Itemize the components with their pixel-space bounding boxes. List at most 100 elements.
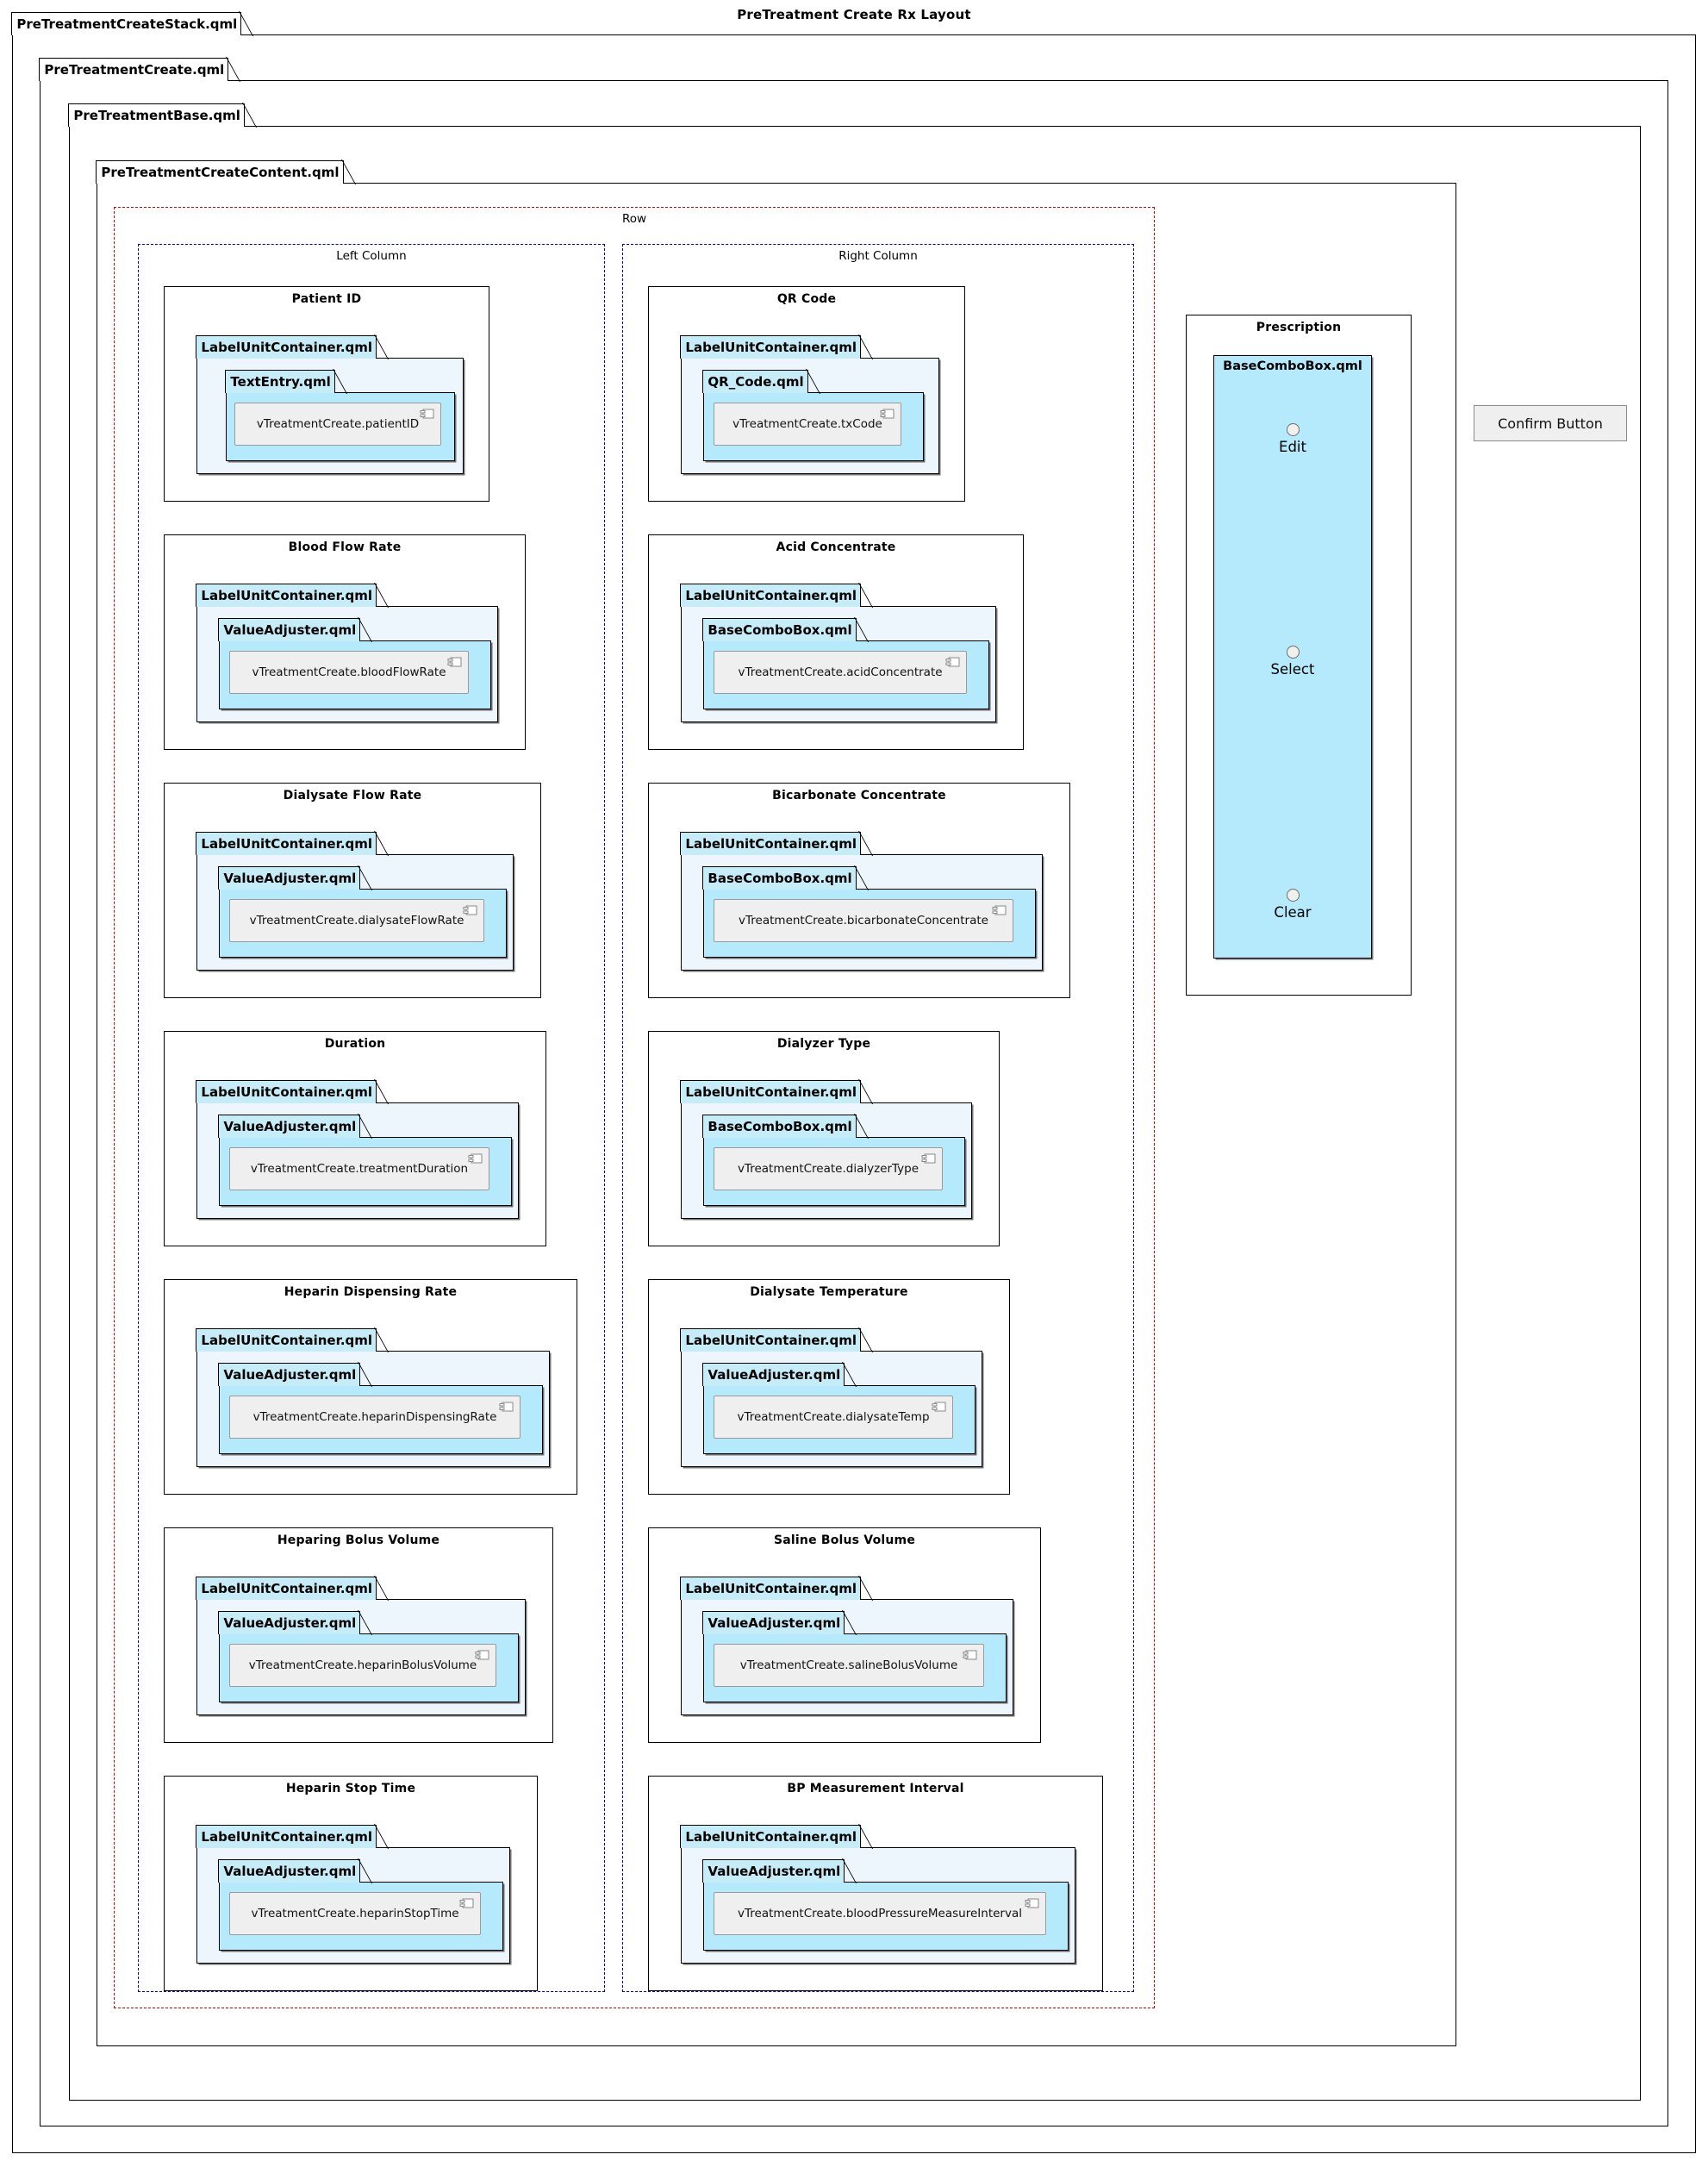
component-label: vTreatmentCreate.bloodPressureMeasureInt… (738, 1907, 1022, 1920)
component-node[interactable]: vTreatmentCreate.dialysateTemp (714, 1396, 953, 1439)
combo-item-clear[interactable]: Clear (1214, 889, 1371, 921)
component-node[interactable]: vTreatmentCreate.bloodFlowRate (229, 651, 469, 694)
package-tab-label: BaseComboBox.qml (708, 871, 852, 886)
package-tab: ValueAdjuster.qml (702, 1363, 845, 1386)
uml-component-icon (475, 1650, 489, 1660)
package-tab-label: ValueAdjuster.qml (223, 622, 357, 638)
uml-component-icon (963, 1650, 977, 1660)
package-basecombobox-prescription: BaseComboBox.qml Edit Select Clear (1213, 355, 1372, 959)
component-label: vTreatmentCreate.salineBolusVolume (739, 1658, 958, 1672)
component-node[interactable]: vTreatmentCreate.salineBolusVolume (714, 1644, 984, 1687)
confirm-button-label: Confirm Button (1498, 415, 1603, 432)
combo-item-label: Select (1270, 661, 1315, 678)
group-right-column-label: Right Column (838, 249, 918, 263)
block-title: QR Code (776, 292, 837, 306)
block-title: Dialyzer Type (776, 1037, 871, 1051)
frame-tab-pretreatmentbase: PreTreatmentBase.qml (68, 103, 245, 127)
package-tab: LabelUnitContainer.qml (196, 1328, 377, 1352)
package-tab-label: LabelUnitContainer.qml (685, 588, 857, 603)
component-node[interactable]: vTreatmentCreate.bicarbonateConcentrate (714, 899, 1013, 942)
package-tab: ValueAdjuster.qml (218, 1859, 361, 1883)
block-title: Heparin Stop Time (285, 1782, 416, 1795)
component-node[interactable]: vTreatmentCreate.txCode (714, 403, 901, 446)
package-tab: ValueAdjuster.qml (218, 1611, 361, 1634)
block-title: Dialysate Temperature (750, 1285, 908, 1299)
uml-component-icon (992, 905, 1007, 915)
package-tab: LabelUnitContainer.qml (196, 584, 377, 607)
package-tab: LabelUnitContainer.qml (196, 832, 377, 855)
package-tab-label: LabelUnitContainer.qml (201, 1333, 373, 1348)
block-title: BP Measurement Interval (787, 1782, 964, 1795)
package-tab: ValueAdjuster.qml (218, 866, 361, 890)
uml-component-icon (499, 1402, 514, 1412)
package-tab: ValueAdjuster.qml (702, 1611, 845, 1634)
package-tab: LabelUnitContainer.qml (196, 335, 377, 359)
component-node[interactable]: vTreatmentCreate.heparinBolusVolume (229, 1644, 496, 1687)
radio-dot-icon (1286, 646, 1300, 659)
group-left-column-label: Left Column (336, 249, 407, 263)
component-node[interactable]: vTreatmentCreate.patientID (234, 403, 441, 446)
package-tab-label: ValueAdjuster.qml (223, 1367, 357, 1383)
combo-item-label: Edit (1279, 439, 1306, 455)
diagram-title: PreTreatment Create Rx Layout (737, 7, 971, 22)
block-title: Heparing Bolus Volume (277, 1533, 440, 1547)
component-node[interactable]: vTreatmentCreate.bloodPressureMeasureInt… (714, 1892, 1046, 1935)
group-left-column: Left Column (138, 244, 605, 1992)
group-row-label: Row (621, 212, 647, 226)
package-tab-label: ValueAdjuster.qml (708, 1864, 841, 1879)
package-tab-label: QR_Code.qml (708, 374, 804, 390)
uml-component-icon (447, 657, 462, 667)
component-label: vTreatmentCreate.bloodFlowRate (252, 665, 446, 679)
combo-item-edit[interactable]: Edit (1214, 423, 1371, 455)
group-row: Row (114, 207, 1155, 2008)
package-tab: LabelUnitContainer.qml (196, 1577, 377, 1600)
block-title: Patient ID (291, 292, 362, 306)
component-node[interactable]: vTreatmentCreate.heparinStopTime (229, 1892, 481, 1935)
component-node[interactable]: vTreatmentCreate.acidConcentrate (714, 651, 967, 694)
component-label: vTreatmentCreate.txCode (732, 417, 882, 431)
frame-tab-label: PreTreatmentCreateStack.qml (16, 16, 238, 32)
frame-tab-pretreatmentcreate: PreTreatmentCreate.qml (39, 58, 229, 81)
package-tab-label: LabelUnitContainer.qml (685, 1333, 857, 1348)
component-label: vTreatmentCreate.dialyzerType (737, 1162, 919, 1176)
component-node[interactable]: vTreatmentCreate.dialysateFlowRate (229, 899, 484, 942)
package-tab-label: LabelUnitContainer.qml (201, 1581, 373, 1596)
component-node[interactable]: vTreatmentCreate.heparinDispensingRate (229, 1396, 521, 1439)
uml-component-icon (1025, 1898, 1039, 1908)
package-tab: LabelUnitContainer.qml (680, 1080, 862, 1103)
package-tab: BaseComboBox.qml (702, 618, 857, 641)
package-tab-label: BaseComboBox.qml (1223, 359, 1362, 373)
radio-dot-icon (1286, 889, 1300, 902)
package-tab-label: ValueAdjuster.qml (708, 1367, 841, 1383)
uml-component-icon (921, 1153, 936, 1164)
package-tab-label: LabelUnitContainer.qml (201, 1084, 373, 1100)
combo-item-select[interactable]: Select (1214, 646, 1371, 678)
frame-tab-pretreatmentcreatecontent: PreTreatmentCreateContent.qml (96, 160, 344, 184)
uml-component-icon (468, 1153, 483, 1164)
package-tab: BaseComboBox.qml (702, 866, 857, 890)
package-tab: ValueAdjuster.qml (218, 618, 361, 641)
package-tab: QR_Code.qml (702, 370, 808, 393)
component-node[interactable]: vTreatmentCreate.dialyzerType (714, 1147, 943, 1190)
package-tab-label: LabelUnitContainer.qml (201, 1829, 373, 1845)
component-label: vTreatmentCreate.acidConcentrate (738, 665, 943, 679)
frame-tab-label: PreTreatmentCreate.qml (44, 62, 225, 78)
group-right-column: Right Column (622, 244, 1134, 1992)
package-tab: TextEntry.qml (225, 370, 335, 393)
package-tab-label: BaseComboBox.qml (708, 622, 852, 638)
block-title: Saline Bolus Volume (773, 1533, 916, 1547)
component-node[interactable]: vTreatmentCreate.treatmentDuration (229, 1147, 489, 1190)
package-tab: LabelUnitContainer.qml (680, 584, 862, 607)
package-tab-label: LabelUnitContainer.qml (685, 1829, 857, 1845)
package-tab: ValueAdjuster.qml (702, 1859, 845, 1883)
package-tab-label: ValueAdjuster.qml (223, 871, 357, 886)
block-title: Dialysate Flow Rate (283, 789, 422, 802)
package-tab: LabelUnitContainer.qml (680, 1825, 862, 1848)
package-tab-label: ValueAdjuster.qml (223, 1864, 357, 1879)
component-label: vTreatmentCreate.patientID (256, 417, 420, 431)
confirm-button[interactable]: Confirm Button (1474, 405, 1627, 441)
package-tab: LabelUnitContainer.qml (680, 1577, 862, 1600)
package-tab-label: LabelUnitContainer.qml (685, 1581, 857, 1596)
radio-dot-icon (1286, 423, 1300, 436)
uml-component-icon (463, 905, 477, 915)
